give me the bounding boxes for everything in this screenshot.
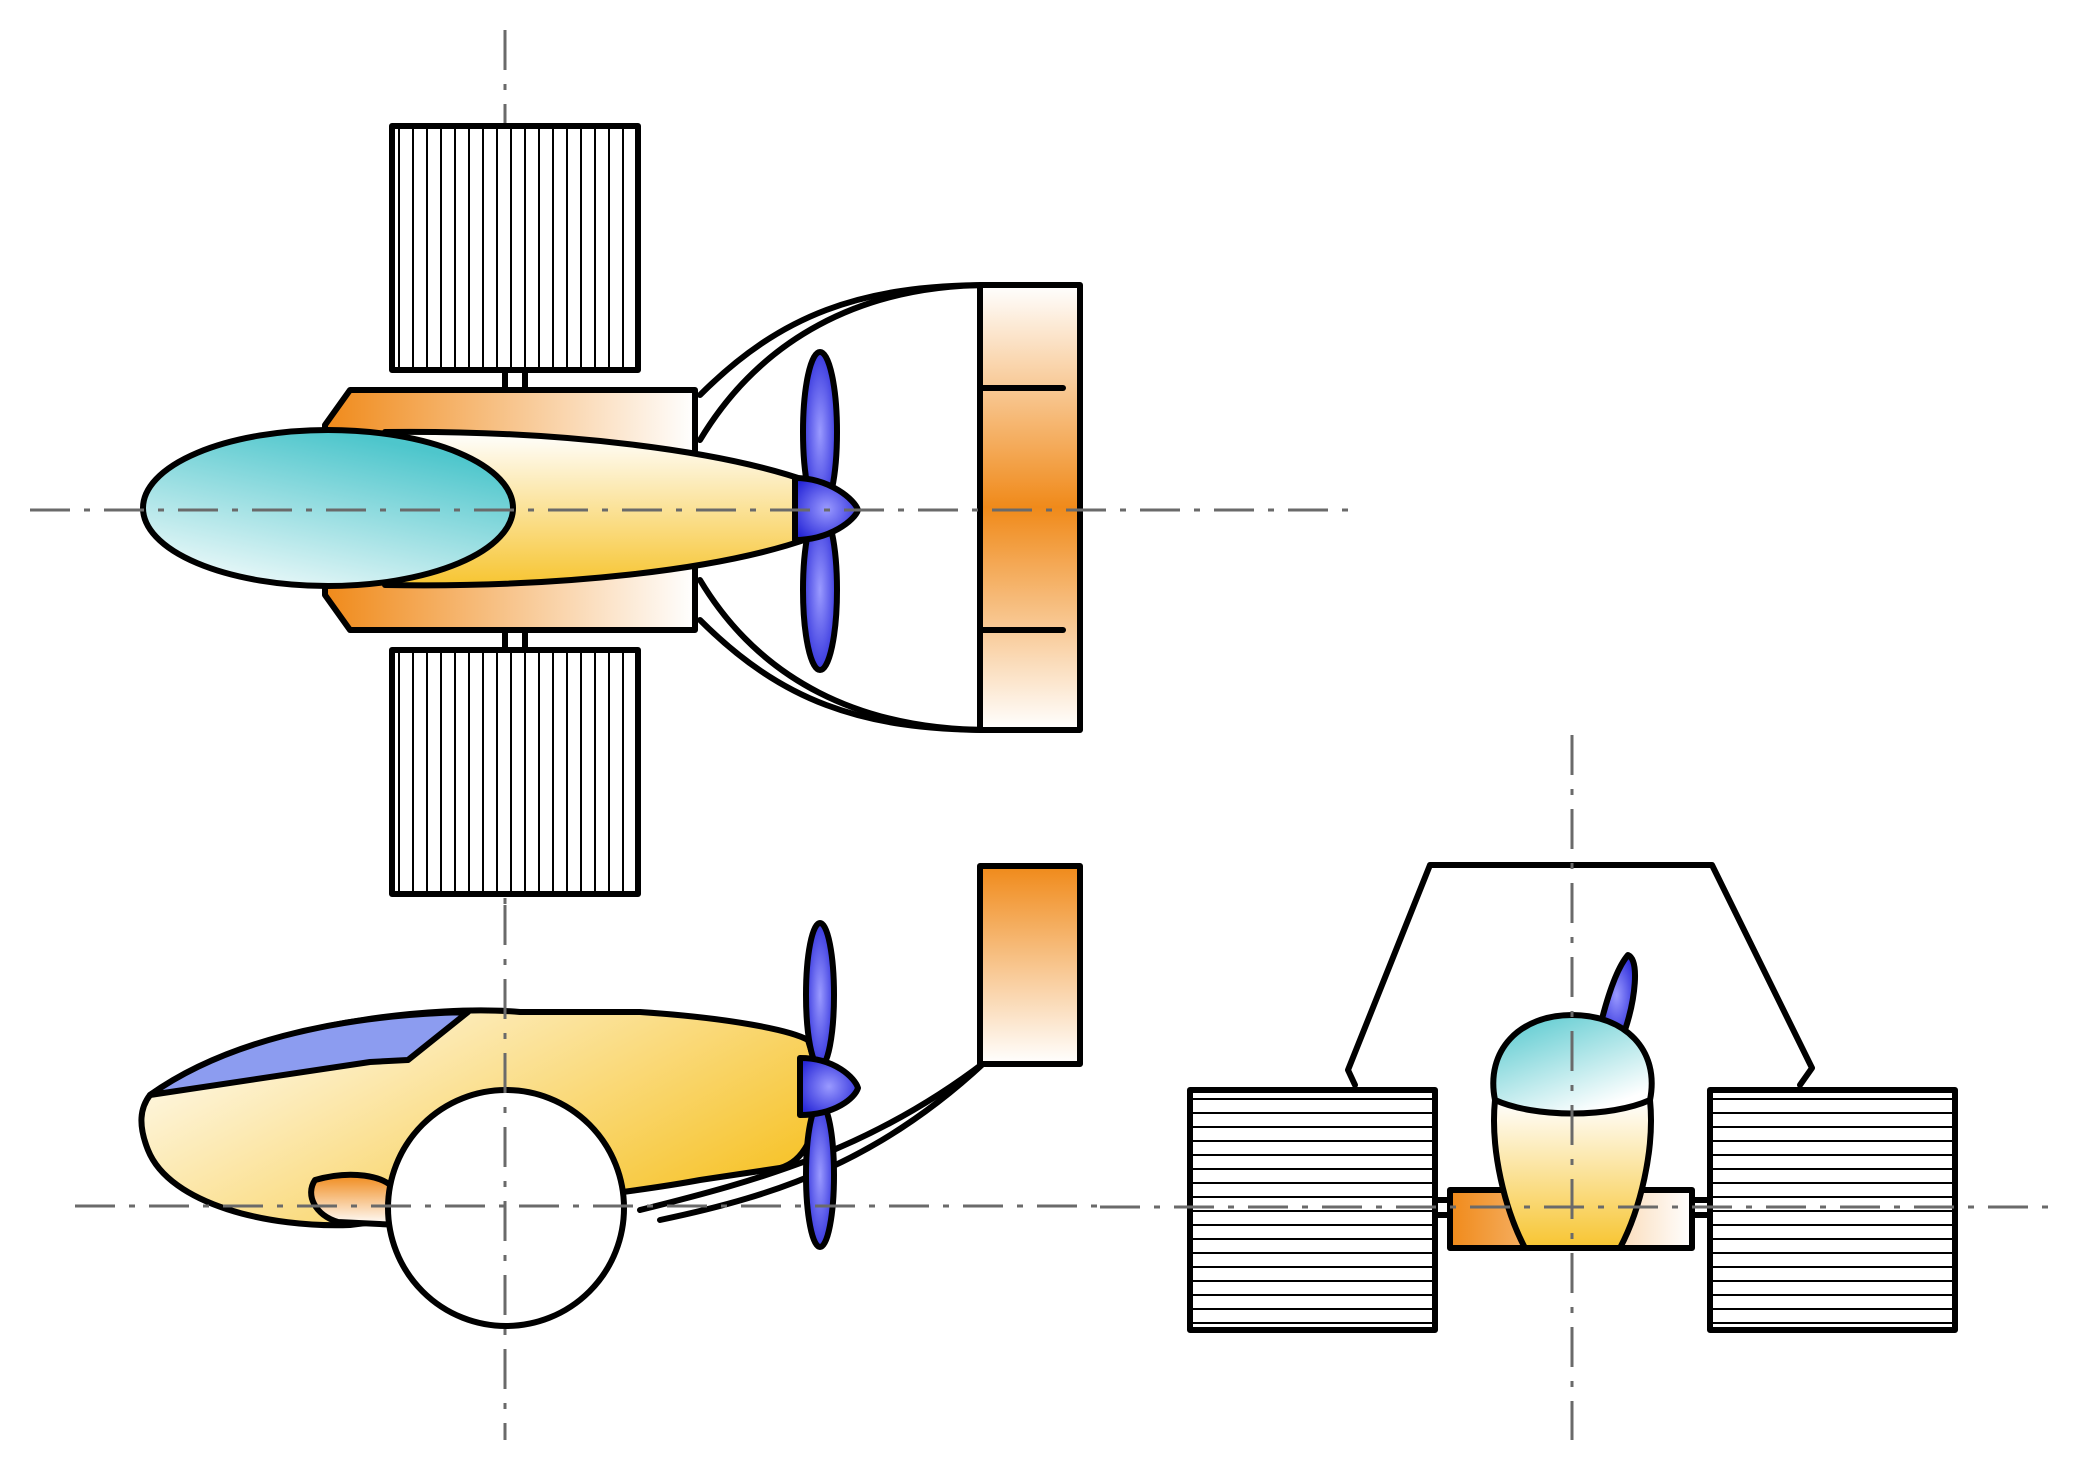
- side-propeller-blade-upper: [803, 920, 837, 1070]
- top-canopy: [140, 427, 516, 589]
- top-view: [30, 30, 1355, 905]
- front-wheel-right: [1707, 1087, 1958, 1333]
- front-propeller-blade: [1595, 952, 1639, 1038]
- side-view: [75, 863, 1100, 1440]
- top-tail-surface: [977, 282, 1083, 733]
- side-spinner: [797, 1055, 861, 1118]
- side-tail-fin: [977, 863, 1083, 1067]
- front-wheel-left: [1187, 1087, 1438, 1333]
- front-fuselage: [1491, 1097, 1654, 1251]
- top-wheel-right: [389, 647, 641, 897]
- tail-boom-inner: [697, 282, 993, 733]
- front-view: [1100, 735, 2060, 1440]
- side-propeller-blade-lower: [803, 1100, 837, 1250]
- top-wheel-left: [389, 123, 641, 373]
- side-window: [147, 1009, 471, 1098]
